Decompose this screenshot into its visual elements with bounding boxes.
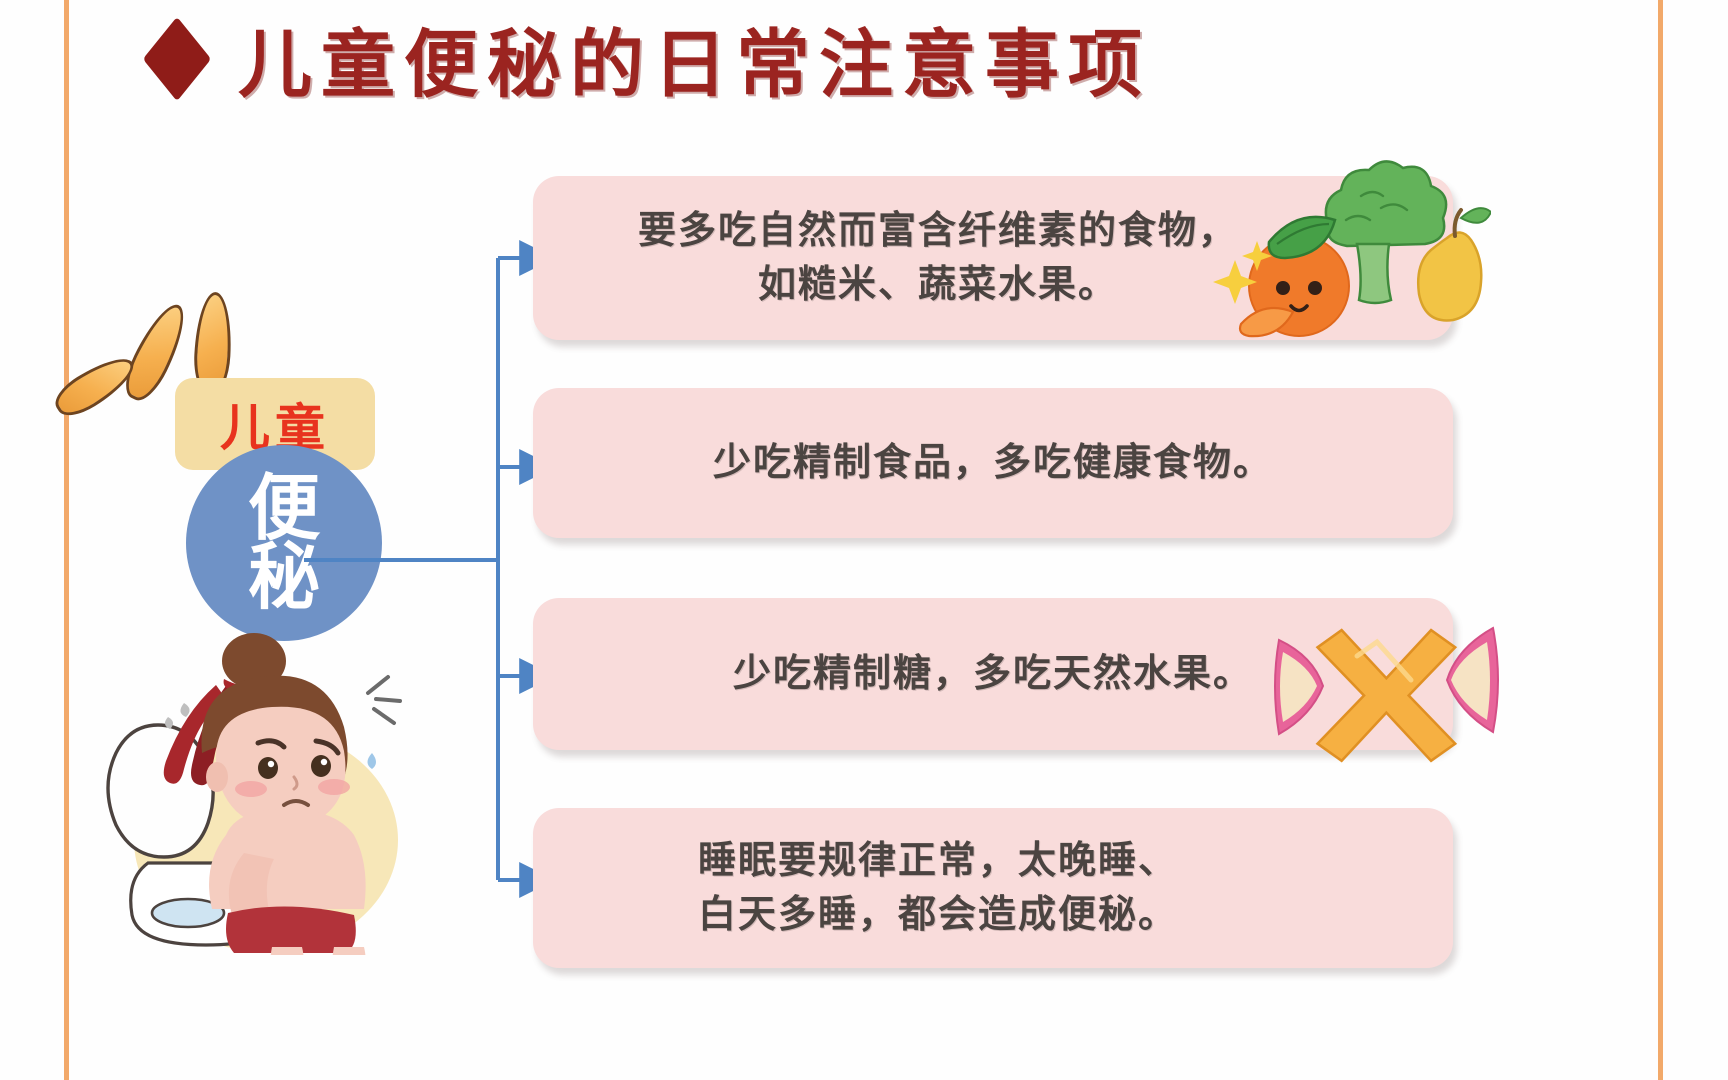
right-frame-rule [1658,0,1663,1080]
info-card-fiber: 要多吃自然而富含纤维素的食物， 如糙米、蔬菜水果。 [533,160,1491,340]
wrapped-candy-icon [1274,626,1499,763]
hub-circle-char-2: 秘 [247,535,320,619]
hub-cluster: 儿童 便 秘 [48,230,470,990]
left-frame-rule [64,0,69,1080]
info-card-refined-food: 少吃精制食品，多吃健康食物。 [533,388,1453,538]
info-card-refined-sugar: 少吃精制糖，多吃天然水果。 [533,598,1499,763]
hub-circle-constipation: 便 秘 [186,445,382,641]
info-card-text: 少吃精制糖，多吃天然水果。 [732,651,1253,696]
child-on-toilet-illustration [106,633,402,955]
page-title: 儿童便秘的日常注意事项 [238,22,1151,108]
info-card-text: 少吃精制食品，多吃健康食物。 [712,440,1273,485]
info-card-text: 睡眠要规律正常，太晚睡、 白天多睡，都会造成便秘。 [697,838,1178,936]
page-title-row: 儿童便秘的日常注意事项 [142,6,1350,111]
hub-circle-char-1: 便 [247,465,320,550]
info-card-text: 要多吃自然而富含纤维素的食物， 如糙米、蔬菜水果。 [637,208,1238,306]
diamond-bullet-icon [142,16,212,101]
info-card-sleep: 睡眠要规律正常，太晚睡、 白天多睡，都会造成便秘。 [533,808,1453,968]
